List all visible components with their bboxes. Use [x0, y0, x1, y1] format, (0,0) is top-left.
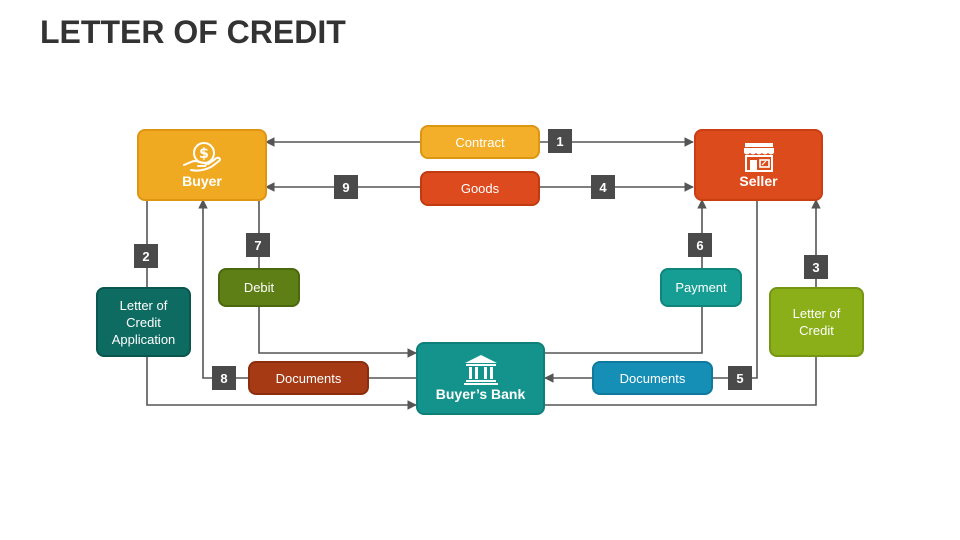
- contract-node: Contract: [420, 125, 540, 159]
- step-badge-9: 9: [334, 175, 358, 199]
- step-badge-7: 7: [246, 233, 270, 257]
- documents-left-label: Documents: [275, 370, 342, 386]
- storefront-icon: [741, 141, 777, 173]
- contract-label: Contract: [455, 134, 505, 150]
- seller-node: Seller: [694, 129, 823, 201]
- loc-application-label: Letter of Credit Application: [111, 297, 176, 347]
- payment-node: Payment: [660, 268, 742, 307]
- debit-label: Debit: [243, 280, 275, 295]
- bank-building-icon: [463, 354, 499, 386]
- documents-right-node: Documents: [592, 361, 713, 395]
- step-badge-8: 8: [212, 366, 236, 390]
- step-badge-5: 5: [728, 366, 752, 390]
- goods-node: Goods: [420, 171, 540, 206]
- hand-dollar-icon: $: [181, 141, 223, 173]
- step-badge-3: 3: [804, 255, 828, 279]
- page-title: LETTER OF CREDIT: [40, 14, 346, 50]
- step-badge-1: 1: [548, 129, 572, 153]
- buyers-bank-label: Buyer’s Bank: [435, 386, 526, 402]
- buyer-node: $ Buyer: [137, 129, 267, 201]
- documents-left-node: Documents: [248, 361, 369, 395]
- payment-label: Payment: [675, 280, 727, 295]
- svg-text:$: $: [199, 146, 209, 162]
- debit-node: Debit: [218, 268, 300, 307]
- buyer-label: Buyer: [182, 172, 222, 189]
- step-badge-4: 4: [591, 175, 615, 199]
- goods-label: Goods: [460, 181, 500, 196]
- step-badge-6: 6: [688, 233, 712, 257]
- documents-right-label: Documents: [619, 370, 686, 386]
- seller-label: Seller: [739, 172, 778, 189]
- step-badge-2: 2: [134, 244, 158, 268]
- buyers-bank-node: Buyer’s Bank: [416, 342, 545, 415]
- letter-of-credit-label: Letter of Credit: [792, 306, 841, 338]
- application-path: [146, 201, 417, 410]
- loc-application-node: Letter of Credit Application: [96, 287, 191, 357]
- letter-of-credit-node: Letter of Credit: [769, 287, 864, 357]
